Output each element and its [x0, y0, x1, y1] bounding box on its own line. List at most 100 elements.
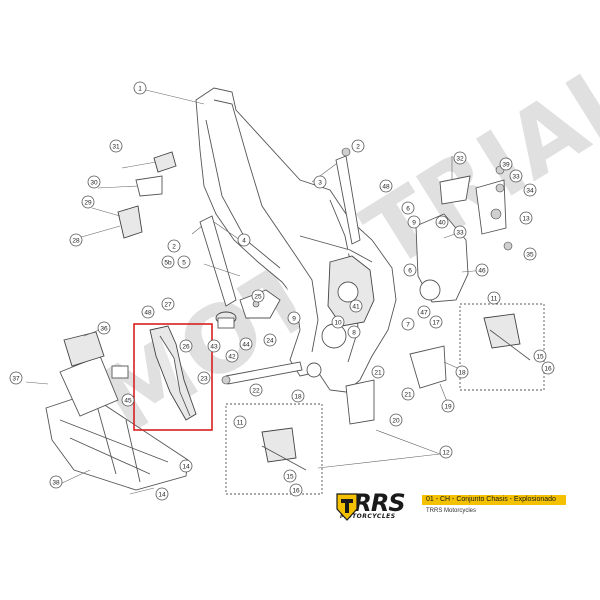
callout-bubble	[331, 315, 345, 329]
callout-16: 16	[289, 483, 303, 497]
callout-bubble	[87, 175, 101, 189]
callout-number: 5b	[164, 259, 172, 266]
callout-18: 18	[291, 389, 305, 403]
callout-5: 5	[177, 255, 191, 269]
callout-46: 46	[475, 263, 489, 277]
callout-6: 6	[401, 201, 415, 215]
callout-number: 41	[352, 303, 360, 310]
callout-bubble	[351, 139, 365, 153]
callout-29: 29	[81, 195, 95, 209]
callout-number: 27	[164, 301, 172, 308]
callout-number: 46	[478, 267, 486, 274]
callout-number: 35	[526, 251, 534, 258]
callout-number: 42	[228, 353, 236, 360]
callout-16: 16	[541, 361, 555, 375]
trrs-shield-icon	[336, 493, 358, 521]
callout-bubble	[233, 415, 247, 429]
callout-number: 38	[52, 479, 60, 486]
callout-bubble	[401, 201, 415, 215]
callout-bubble	[283, 469, 297, 483]
callout-bubble	[69, 233, 83, 247]
callout-bubble	[533, 349, 547, 363]
callout-number: 9	[412, 219, 416, 226]
callout-number: 25	[254, 293, 262, 300]
highlight-box	[133, 323, 213, 431]
callout-number: 48	[382, 183, 390, 190]
callout-bubble	[109, 139, 123, 153]
callout-bubble	[401, 387, 415, 401]
callout-number: 43	[210, 343, 218, 350]
callout-5b: 5b	[161, 255, 175, 269]
callout-bubble	[207, 339, 221, 353]
callout-number: 39	[502, 161, 510, 168]
callout-number: 16	[544, 365, 552, 372]
callout-bubble	[453, 151, 467, 165]
title-block: TRRS MOTORCYCLES 01 - CH - Conjunto Chas…	[336, 491, 588, 523]
callout-number: 33	[456, 229, 464, 236]
callout-14: 14	[155, 487, 169, 501]
callout-bubble	[97, 321, 111, 335]
callout-48: 48	[141, 305, 155, 319]
callout-number: 1	[138, 85, 142, 92]
callout-35: 35	[523, 247, 537, 261]
callout-bubble	[177, 255, 191, 269]
pivot-shaft	[221, 361, 303, 385]
callout-bubble	[313, 175, 327, 189]
sheet-title: 01 - CH - Conjunto Chasis - Explosionado	[422, 495, 566, 505]
callout-9: 9	[287, 311, 301, 325]
callout-23: 23	[197, 371, 211, 385]
callout-33: 33	[453, 225, 467, 239]
callout-bubble	[487, 291, 501, 305]
callout-number: 24	[266, 337, 274, 344]
callout-4: 4	[237, 233, 251, 247]
callout-12: 12	[439, 445, 453, 459]
callout-13: 13	[519, 211, 533, 225]
callout-45: 45	[121, 393, 135, 407]
callout-number: 14	[158, 491, 166, 498]
callout-number: 17	[432, 319, 440, 326]
callout-bubble	[347, 325, 361, 339]
callout-14: 14	[179, 459, 193, 473]
company-name: TRRS Motorcycles	[426, 508, 477, 514]
callout-19: 19	[441, 399, 455, 413]
callout-bubble	[155, 487, 169, 501]
callout-number: 45	[124, 397, 132, 404]
callout-number: 40	[438, 219, 446, 226]
callout-number: 47	[420, 309, 428, 316]
callout-bubble	[249, 383, 263, 397]
callout-bubble	[167, 239, 181, 253]
callout-number: 4	[242, 237, 246, 244]
callout-bubble	[371, 365, 385, 379]
callout-number: 23	[200, 375, 208, 382]
callout-number: 21	[404, 391, 412, 398]
callout-number: 31	[112, 143, 120, 150]
callout-bubble	[523, 247, 537, 261]
callout-36: 36	[97, 321, 111, 335]
callout-number: 16	[292, 487, 300, 494]
callout-bubble	[439, 445, 453, 459]
callout-34: 34	[523, 183, 537, 197]
callout-number: 37	[12, 375, 20, 382]
highlighted-frame-guard	[149, 325, 197, 421]
callout-number: 5	[182, 259, 186, 266]
callout-bubble	[121, 393, 135, 407]
callout-number: 15	[536, 353, 544, 360]
callout-bubble	[141, 305, 155, 319]
callout-bubble	[289, 483, 303, 497]
callout-30: 30	[87, 175, 101, 189]
callout-number: 15	[286, 473, 294, 480]
callout-26: 26	[179, 339, 193, 353]
callout-bubble	[523, 183, 537, 197]
callout-bubble	[225, 349, 239, 363]
callout-layer: 1223455b66789910111112131414151516161718…	[9, 81, 555, 501]
callout-41: 41	[349, 299, 363, 313]
callout-bubble	[239, 337, 253, 351]
callout-number: 3	[318, 179, 322, 186]
callout-number: 33	[512, 173, 520, 180]
callout-27: 27	[161, 297, 175, 311]
callout-47: 47	[417, 305, 431, 319]
callout-number: 26	[182, 343, 190, 350]
highlighted-part-group	[133, 323, 213, 431]
